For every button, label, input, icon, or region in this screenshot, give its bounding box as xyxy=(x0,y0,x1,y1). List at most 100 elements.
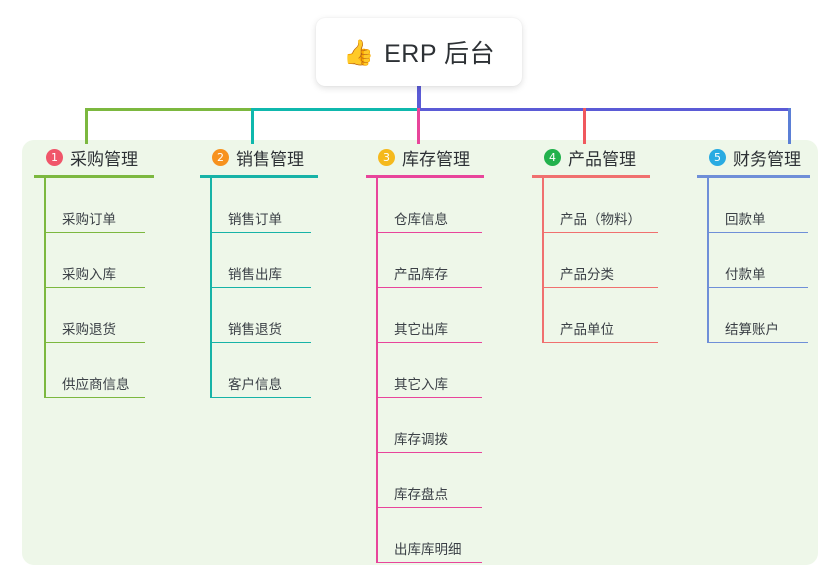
branch-3-item-list: 仓库信息产品库存其它出库其它入库库存调拨库存盘点出库库明细 xyxy=(366,178,484,563)
branch-3-item[interactable]: 库存调拨 xyxy=(376,398,484,453)
branch-2-header-underline xyxy=(200,175,318,178)
branch-5-item-underline xyxy=(723,286,808,288)
branch-4-item[interactable]: 产品单位 xyxy=(542,288,658,343)
branch-2-header-label: 销售管理 xyxy=(236,149,304,169)
branch-2-item[interactable]: 销售订单 xyxy=(210,178,318,233)
branch-3-item-underline xyxy=(392,506,482,508)
branch-2-item-elbow xyxy=(210,286,226,288)
branch-3-item-elbow xyxy=(376,561,392,563)
branch-5-index-badge: 5 xyxy=(709,148,726,166)
branch-4-item[interactable]: 产品（物料） xyxy=(542,178,658,233)
branch-3-item-label: 库存盘点 xyxy=(394,487,448,502)
branch-5-item-label: 结算账户 xyxy=(725,322,779,337)
branch-2-item[interactable]: 客户信息 xyxy=(210,343,318,398)
branch-3-item[interactable]: 其它入库 xyxy=(376,343,484,398)
branch-1-item-label: 采购退货 xyxy=(62,322,116,337)
branch-2-item[interactable]: 销售退货 xyxy=(210,288,318,343)
branch-4-item-label: 产品单位 xyxy=(560,322,614,337)
branch-2-item[interactable]: 销售出库 xyxy=(210,233,318,288)
branch-5-item-list: 回款单付款单结算账户 xyxy=(697,178,810,343)
branch-4-header-label: 产品管理 xyxy=(568,149,636,169)
branch-2-item-list: 销售订单销售出库销售退货客户信息 xyxy=(200,178,318,398)
branch-5-item-elbow xyxy=(707,231,723,233)
branch-2-item-underline xyxy=(226,286,311,288)
branch-4-item-elbow xyxy=(542,231,558,233)
branch-3-spine xyxy=(376,178,378,563)
branch-2-item-underline xyxy=(226,341,311,343)
connector-horizontal-segment-2 xyxy=(251,108,420,111)
branch-5-spine xyxy=(707,178,709,343)
connector-drop-5 xyxy=(788,108,791,144)
branch-4-item-elbow xyxy=(542,341,558,343)
branch-1-item[interactable]: 采购订单 xyxy=(44,178,154,233)
branch-panel xyxy=(22,140,818,565)
branch-1-header-underline xyxy=(34,175,154,178)
branch-1-item[interactable]: 采购退货 xyxy=(44,288,154,343)
branch-3-item-elbow xyxy=(376,506,392,508)
branch-5-item[interactable]: 回款单 xyxy=(707,178,810,233)
branch-3-item-label: 仓库信息 xyxy=(394,212,448,227)
branch-3-item-label: 其它出库 xyxy=(394,322,448,337)
branch-1-item[interactable]: 供应商信息 xyxy=(44,343,154,398)
branch-4-item-label: 产品分类 xyxy=(560,267,614,282)
connector-horizontal-segment-3 xyxy=(420,108,790,111)
branch-3-item-label: 其它入库 xyxy=(394,377,448,392)
branch-3-item-underline xyxy=(392,341,482,343)
branch-3-item[interactable]: 其它出库 xyxy=(376,288,484,343)
connector-drop-1 xyxy=(85,108,88,144)
branch-3-header-label: 库存管理 xyxy=(402,149,470,169)
branch-1-spine xyxy=(44,178,46,398)
branch-2-index-badge: 2 xyxy=(212,148,229,166)
branch-5-header-label: 财务管理 xyxy=(733,149,801,169)
branch-3-index-badge: 3 xyxy=(378,148,395,166)
branch-1-item-underline xyxy=(60,231,145,233)
branch-1-item-label: 采购订单 xyxy=(62,212,116,227)
connector-drop-4 xyxy=(583,108,586,144)
branch-2-header[interactable]: 2 销售管理 xyxy=(200,144,318,170)
branch-5-item-elbow xyxy=(707,286,723,288)
branch-2-item-elbow xyxy=(210,341,226,343)
branch-3-header[interactable]: 3 库存管理 xyxy=(366,144,484,170)
branch-2-item-underline xyxy=(226,231,311,233)
branch-3-column: 3 库存管理仓库信息产品库存其它出库其它入库库存调拨库存盘点出库库明细 xyxy=(366,144,484,563)
branch-2-item-label: 客户信息 xyxy=(228,377,282,392)
branch-4-item-label: 产品（物料） xyxy=(560,212,641,227)
branch-1-item-underline xyxy=(60,286,145,288)
branch-2-spine xyxy=(210,178,212,398)
branch-5-header[interactable]: 5 财务管理 xyxy=(697,144,810,170)
branch-3-item-elbow xyxy=(376,396,392,398)
thumbs-up-emoji: 👍 xyxy=(342,37,375,67)
connector-root-stem xyxy=(417,84,421,110)
branch-2-item-elbow xyxy=(210,396,226,398)
branch-1-item-underline xyxy=(60,396,145,398)
root-node-card[interactable]: 👍 ERP 后台 xyxy=(316,18,522,86)
connector-drop-3 xyxy=(417,108,420,144)
branch-1-item-list: 采购订单采购入库采购退货供应商信息 xyxy=(34,178,154,398)
branch-3-item[interactable]: 库存盘点 xyxy=(376,453,484,508)
branch-3-item-underline xyxy=(392,451,482,453)
branch-3-item[interactable]: 出库库明细 xyxy=(376,508,484,563)
branch-4-item[interactable]: 产品分类 xyxy=(542,233,658,288)
branch-5-item[interactable]: 付款单 xyxy=(707,233,810,288)
branch-1-item-elbow xyxy=(44,396,60,398)
branch-2-item-label: 销售退货 xyxy=(228,322,282,337)
branch-5-header-underline xyxy=(697,175,810,178)
branch-3-item-label: 出库库明细 xyxy=(394,542,462,557)
branch-5-item[interactable]: 结算账户 xyxy=(707,288,810,343)
branch-3-item-underline xyxy=(392,286,482,288)
branch-3-item-underline xyxy=(392,561,482,563)
branch-4-item-elbow xyxy=(542,286,558,288)
branch-1-item-elbow xyxy=(44,341,60,343)
branch-5-item-underline xyxy=(723,341,808,343)
branch-3-item[interactable]: 产品库存 xyxy=(376,233,484,288)
branch-1-item-label: 供应商信息 xyxy=(62,377,130,392)
branch-5-item-label: 付款单 xyxy=(725,267,766,282)
branch-4-header-underline xyxy=(532,175,650,178)
branch-3-item-elbow xyxy=(376,341,392,343)
branch-1-item[interactable]: 采购入库 xyxy=(44,233,154,288)
branch-4-item-underline xyxy=(558,286,658,288)
branch-3-item[interactable]: 仓库信息 xyxy=(376,178,484,233)
